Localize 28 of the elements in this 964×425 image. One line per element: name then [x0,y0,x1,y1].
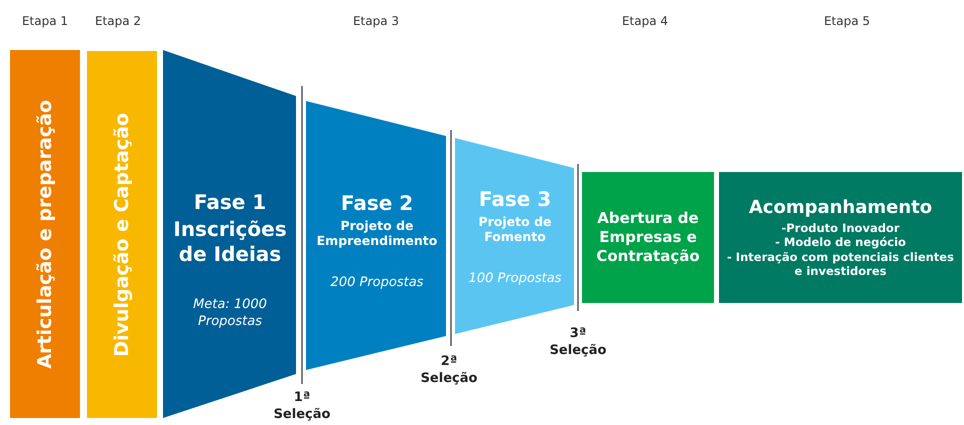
bullet-item: -Produto Inovador [781,221,900,236]
stage-title: Abertura de Empresas e Contratação [595,209,701,266]
stage-label: Etapa 5 [822,14,872,28]
bullet-item: - Modelo de negócio [775,235,906,250]
stage-box [719,172,962,303]
stage-label: Etapa 3 [352,14,400,28]
selection-label: 2ª Seleção [420,353,478,387]
selection-label: 1ª Seleção [272,389,332,423]
proposal-target: 200 Propostas [330,275,424,292]
stage-bar [87,51,157,418]
phase-title: Inscrições de Ideias [172,217,288,268]
proposal-target: Meta: 1000 Propostas [192,297,268,330]
phase-subtitle: Projeto de Fomento [477,214,553,245]
phase-title: Fase 3 [478,186,552,212]
phase-subtitle: Projeto de Empreendimento [316,218,438,249]
stage-name: Articulação e preparação [34,100,56,368]
stage-bar [10,50,80,418]
stage-name: Divulgação e Captação [111,112,133,356]
stage-label: Etapa 1 [20,14,70,28]
stage-label: Etapa 4 [620,14,670,28]
selection-label: 3ª Seleção [548,325,608,359]
phase-title: Fase 1 [194,190,266,216]
stage-label: Etapa 2 [94,14,142,28]
stage-box [582,172,714,303]
proposal-target: 100 Propostas [468,271,562,288]
stage-title: Acompanhamento [748,196,932,219]
phase-title: Fase 2 [340,190,414,216]
bullet-item: - Interação com potenciais clientes e investidores [726,250,955,278]
